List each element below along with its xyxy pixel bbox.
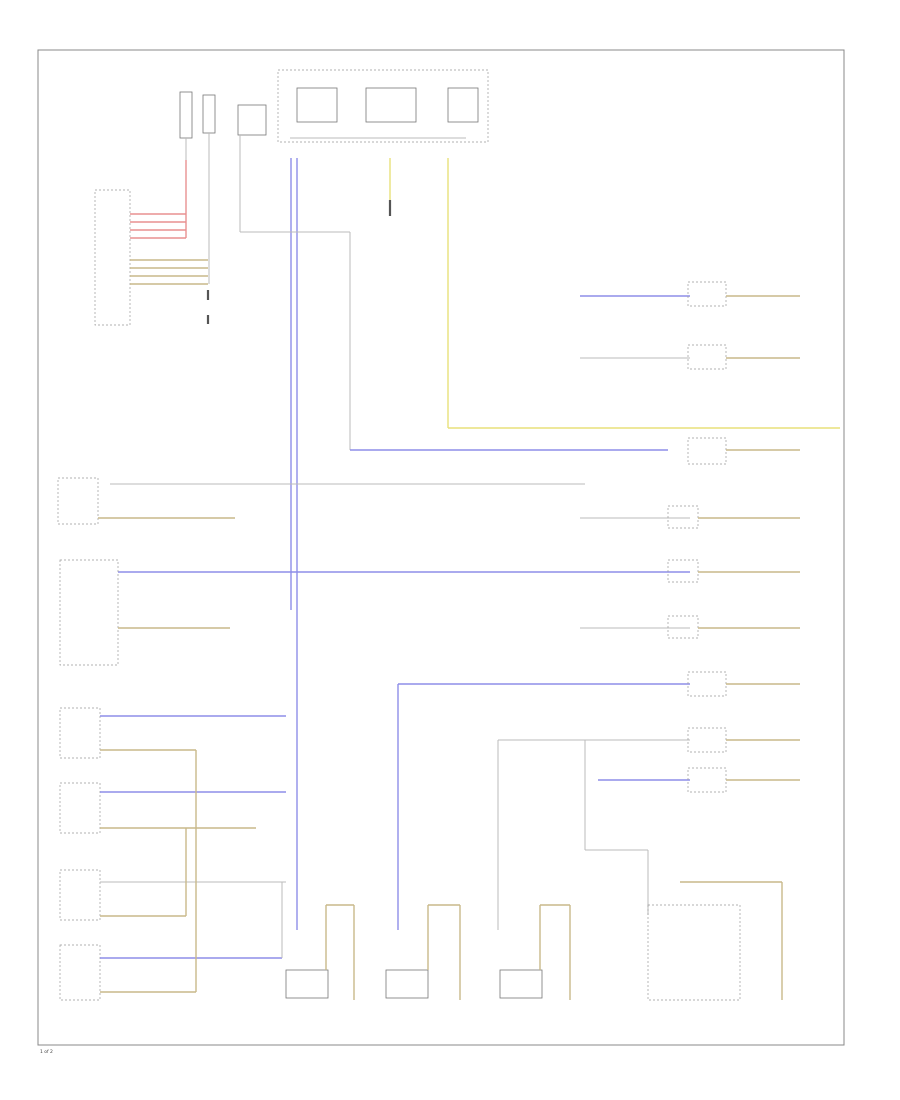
diagram-frame <box>37 49 845 1046</box>
instrument-cluster <box>94 160 210 326</box>
yellow-feed-wire <box>447 158 840 429</box>
headlamp-switch-module <box>179 91 267 160</box>
main-blue-bus <box>239 158 668 930</box>
fuse-relay-block <box>277 69 489 143</box>
footer-code: 1 of 2 <box>40 1049 53 1055</box>
bottom-lamps <box>285 881 783 1001</box>
right-modules <box>110 281 800 930</box>
left-switches <box>57 477 286 1001</box>
